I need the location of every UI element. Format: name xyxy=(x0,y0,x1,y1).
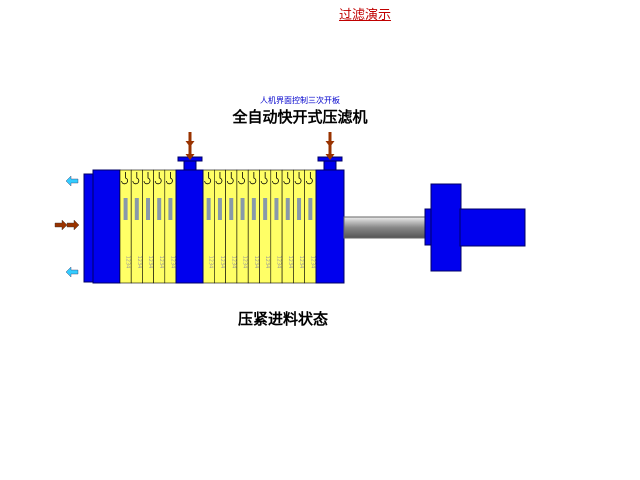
plate-hook xyxy=(143,172,151,185)
plate-marking: 1234 xyxy=(219,256,225,269)
plate-slot xyxy=(157,198,162,220)
plate-hook xyxy=(283,172,291,185)
plate-marking: 1234 xyxy=(253,256,259,269)
plate-hook xyxy=(121,172,128,185)
feed-down-arrow-icon xyxy=(185,132,195,147)
plate-slot xyxy=(217,198,222,220)
plate-hook xyxy=(272,172,279,185)
plate-slot xyxy=(229,198,234,220)
feed-down-arrow-icon xyxy=(325,145,335,160)
plate-marking: 1234 xyxy=(309,256,315,269)
plate-hook xyxy=(238,172,245,185)
plate-slot xyxy=(297,198,302,220)
plate-marking: 1234 xyxy=(298,256,304,269)
plate-slot xyxy=(206,198,211,220)
plate-slot xyxy=(285,198,290,220)
plate-slot xyxy=(123,198,128,220)
feed-down-arrow-icon xyxy=(185,145,195,160)
plate-marking: 1234 xyxy=(230,256,236,269)
feed-down-arrow-icon xyxy=(325,132,335,147)
plate-hook xyxy=(215,172,223,185)
pressing-plate xyxy=(315,169,345,284)
feed-arrow-icon xyxy=(66,219,80,231)
plate-marking: 1234 xyxy=(287,256,293,269)
plate-slot xyxy=(134,198,139,220)
status-caption: 压紧进料状态 xyxy=(237,310,328,328)
plate-hook xyxy=(154,172,162,185)
plate-hook xyxy=(226,172,234,185)
plate-hook xyxy=(249,172,257,185)
plate-slot xyxy=(168,198,173,220)
plate-marking: 1234 xyxy=(136,256,142,269)
feed-arrow-icon xyxy=(54,219,68,231)
filtrate-arrow-icon xyxy=(65,175,79,187)
hydraulic-cylinder xyxy=(459,208,526,247)
plate-marking: 1234 xyxy=(125,256,131,269)
plate-marking: 1234 xyxy=(147,256,153,269)
plate-hook xyxy=(305,172,313,185)
plate-slot xyxy=(308,198,313,220)
head-plate xyxy=(92,169,121,284)
plate-marking: 1234 xyxy=(242,256,248,269)
plate-slot xyxy=(274,198,279,220)
plate-hook xyxy=(294,172,302,185)
plate-marking: 1234 xyxy=(169,256,175,269)
plate-slot xyxy=(263,198,268,220)
diagram-subtitle: 人机界面控制三次开板 xyxy=(260,96,340,105)
plate-marking: 1234 xyxy=(275,256,281,269)
plate-hook xyxy=(132,172,140,185)
plate-hook xyxy=(204,172,211,185)
diagram-title: 全自动快开式压滤机 xyxy=(232,108,368,126)
cylinder-head xyxy=(430,183,462,272)
plate-marking: 1234 xyxy=(208,256,214,269)
filtrate-arrow-icon xyxy=(65,266,79,278)
plate-marking: 1234 xyxy=(158,256,164,269)
plate-slot xyxy=(251,198,256,220)
plate-hook xyxy=(260,172,268,185)
plate-marking: 1234 xyxy=(264,256,270,269)
plate-slot xyxy=(240,198,245,220)
middle-frame xyxy=(175,169,204,284)
filter-demo-link[interactable]: 过滤演示 xyxy=(339,8,392,23)
plate-hook xyxy=(166,172,173,185)
plate-slot xyxy=(146,198,150,220)
piston-rod xyxy=(343,216,429,239)
